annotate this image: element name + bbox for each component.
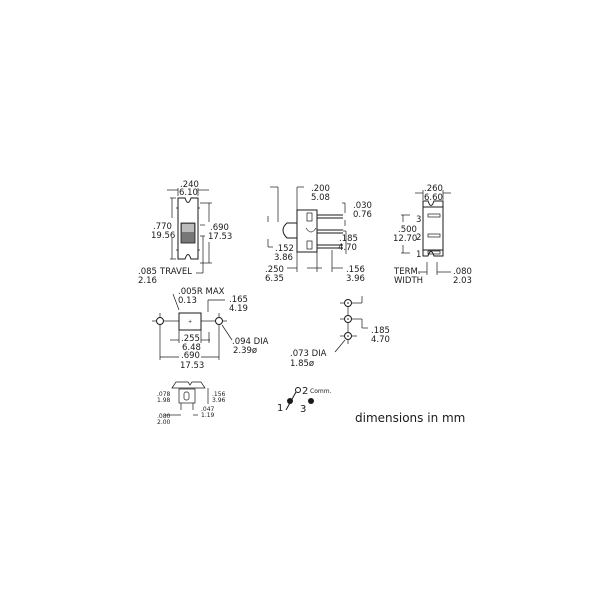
terminal-number: 2 (416, 233, 421, 243)
dim-label: .690 (181, 351, 200, 361)
dim-label: 1.85ø (290, 359, 314, 369)
dim-label: .152 (275, 244, 294, 254)
dim-label: 1.98 (157, 397, 171, 404)
dim-label: 4.70 (338, 243, 357, 253)
comm-label: Comm. (310, 388, 332, 395)
dim-label: .165 (229, 295, 248, 305)
pin-label: 2 (302, 386, 308, 397)
dim-label: .250 (265, 265, 284, 275)
dim-label: 0.76 (353, 210, 372, 220)
dim-label: .080 (453, 267, 472, 277)
dim-label: 2.00 (157, 419, 171, 426)
dim-label: 4.70 (371, 335, 390, 345)
dim-label: 3.86 (274, 253, 293, 263)
dim-label: .080 (157, 413, 171, 420)
dim-label: 2.03 (453, 276, 472, 286)
dim-label: 17.53 (208, 232, 232, 242)
top-view: .240 6.10 .770 19.56 .690 17.53 .085 TRA… (138, 180, 232, 286)
units-note: dimensions in mm (355, 411, 465, 425)
dim-label: 6.60 (424, 193, 443, 203)
dim-label: 6.10 (179, 188, 198, 198)
dim-label: .255 (181, 334, 200, 344)
dim-label: .770 (153, 222, 172, 232)
dim-label: .200 (311, 184, 330, 194)
dim-label: .085 (138, 267, 157, 277)
dim-label: 3.96 (346, 274, 365, 284)
dim-label: .047 (201, 406, 215, 413)
dim-label: .094 DIA (232, 337, 269, 347)
svg-text:+: + (188, 319, 192, 325)
pcb-layout: .185 4.70 .073 DIA 1.85ø (290, 296, 390, 369)
dim-label: 0.13 (178, 296, 197, 306)
dim-label: .185 (339, 234, 358, 244)
dim-label: .030 (353, 201, 372, 211)
end-view: .260 6.60 3 2 1 .500 12.70 TERM. WIDTH .… (393, 184, 472, 286)
dim-label: .260 (424, 184, 443, 194)
dim-label: 1.19 (201, 412, 215, 419)
dim-label: 19.56 (151, 231, 175, 241)
dim-label: 2.39ø (233, 346, 257, 356)
dim-label: .156 (212, 391, 226, 398)
term-label: WIDTH (394, 276, 423, 286)
travel-label: TRAVEL (159, 267, 192, 277)
switch-schematic: 2 Comm. 1 3 (277, 386, 332, 415)
dim-label: 4.19 (229, 304, 248, 314)
dim-label: .005R MAX (178, 287, 225, 297)
dim-label: .073 DIA (290, 349, 327, 359)
terminal-number: 1 (416, 250, 421, 260)
terminal-number: 3 (416, 215, 421, 225)
dim-label: 17.53 (180, 361, 204, 371)
dim-label: .156 (346, 265, 365, 275)
mounting-view: + .005R MAX 0.13 .165 4.19 .255 6.48 .69… (152, 287, 269, 371)
pin-label: 3 (300, 404, 306, 415)
dim-label: 6.35 (265, 274, 284, 284)
term-label: TERM. (393, 267, 421, 277)
small-view: .078 1.98 .156 3.96 .047 1.19 .080 2.00 (157, 381, 226, 426)
side-view: .200 5.08 .030 0.76 .152 3.86 .185 4.70 … (265, 184, 372, 284)
dim-label: .240 (180, 180, 199, 190)
dim-label: 6.48 (182, 343, 201, 353)
dim-label: 12.70 (393, 234, 417, 244)
dim-label: .078 (157, 391, 171, 398)
dim-label: 3.96 (212, 397, 226, 404)
dim-label: .690 (210, 223, 229, 233)
dim-label: .185 (371, 326, 390, 336)
dim-label: 5.08 (311, 193, 330, 203)
dim-label: 2.16 (138, 276, 157, 286)
dim-label: .500 (398, 225, 417, 235)
pin-label: 1 (277, 403, 283, 414)
